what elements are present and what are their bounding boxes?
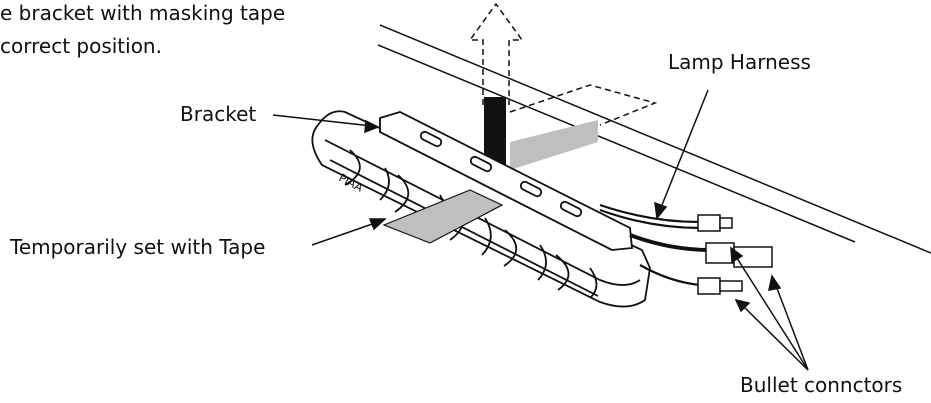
surface-edge-line: [377, 44, 856, 243]
bullet-connector-lower: [697, 277, 743, 295]
tape-piece-upper: [510, 120, 598, 170]
dashed-mount-arrow: [468, 2, 524, 105]
surface-edge-line-lower: [379, 24, 931, 254]
instruction-line-2: correct position.: [0, 34, 162, 58]
tape-label: Temporarily set with Tape: [10, 235, 266, 259]
leader-lines: [272, 89, 809, 371]
bullet-connectors-label: Bullet connctors: [740, 373, 903, 397]
bracket-label: Bracket: [180, 102, 257, 126]
bullet-connector-upper: [697, 214, 733, 232]
dashed-tape-outline: [509, 84, 658, 126]
tape-piece-lower: [382, 189, 504, 244]
harness-wires: [599, 203, 711, 287]
mount-post: [484, 97, 506, 173]
bracket-shape: [379, 111, 633, 251]
instruction-line-1: e bracket with masking tape: [0, 1, 286, 25]
lamp-harness-label: Lamp Harness: [668, 50, 811, 74]
